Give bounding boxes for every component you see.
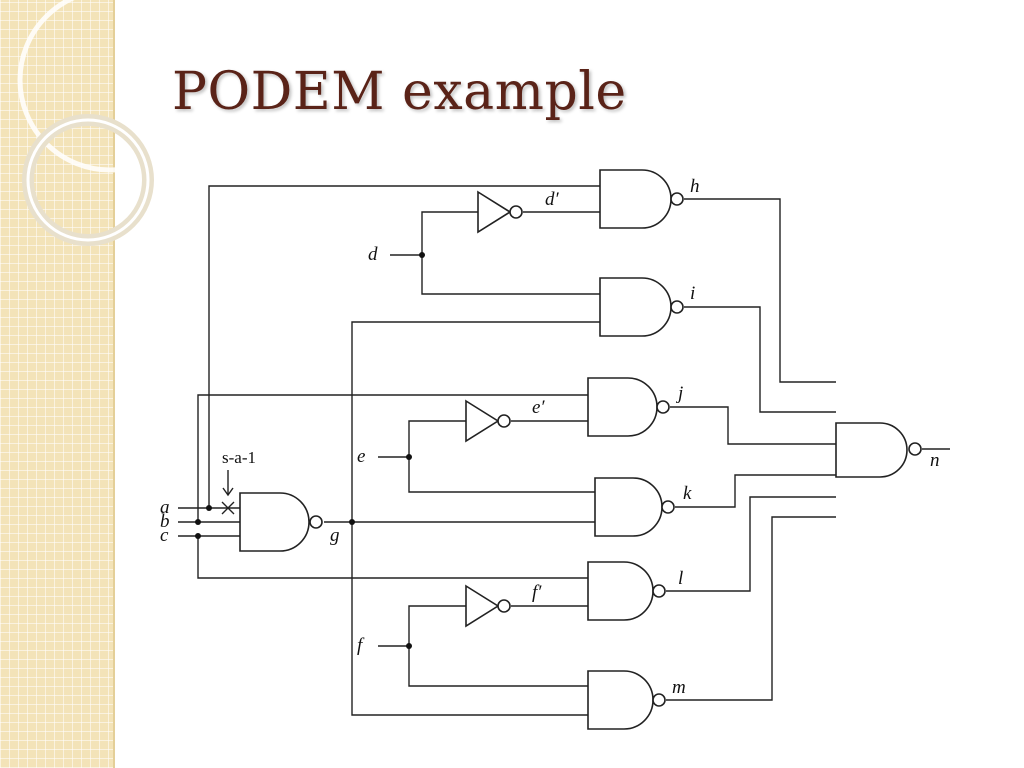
not-gate-f xyxy=(465,584,511,628)
wire-k-to-n xyxy=(675,474,836,508)
fault-cross-mark xyxy=(221,501,235,515)
label-eprime: e′ xyxy=(532,397,545,418)
junction-d xyxy=(419,252,425,258)
circuit-wires xyxy=(178,185,950,716)
decorative-circles xyxy=(17,0,160,246)
label-b: b xyxy=(160,511,170,532)
label-a: a xyxy=(160,497,170,518)
nand-gate-h xyxy=(599,169,684,229)
label-dprime: d′ xyxy=(545,189,560,210)
signal-labels: a b c d e f d′ e′ f′ g h i j k l m n s-a… xyxy=(160,176,940,698)
junction-g xyxy=(349,519,355,525)
not-gate-d xyxy=(477,190,523,234)
wire-d-to-not xyxy=(421,211,478,255)
label-fault: s-a-1 xyxy=(222,448,256,467)
wire-i-to-n xyxy=(684,306,836,413)
wire-f-to-m xyxy=(408,646,588,687)
decor-circle-ring-highlight xyxy=(26,118,150,242)
wire-h-to-n xyxy=(684,198,836,383)
junction-dots xyxy=(195,252,425,649)
wire-j-to-n xyxy=(670,406,836,445)
label-k: k xyxy=(683,483,692,504)
wire-g-to-i xyxy=(351,321,600,522)
wire-g-to-m xyxy=(351,522,588,716)
decor-circle-large xyxy=(17,0,160,173)
nand-gate-k xyxy=(594,477,675,537)
nand-gate-m xyxy=(587,670,666,730)
wire-b-to-j xyxy=(197,394,588,522)
label-e: e xyxy=(357,446,365,467)
label-l: l xyxy=(678,568,683,589)
wire-l-to-n xyxy=(666,496,836,592)
wire-e-to-k xyxy=(408,457,595,493)
junction-e xyxy=(406,454,412,460)
slide-title: PODEM example xyxy=(172,62,627,122)
label-f: f xyxy=(357,635,365,656)
wire-d-to-i xyxy=(421,255,600,295)
label-n: n xyxy=(930,450,940,471)
nand-gate-g xyxy=(239,492,323,552)
wire-e-to-not xyxy=(408,420,466,457)
nand-gate-i xyxy=(599,277,684,337)
nand-gate-j xyxy=(587,377,670,437)
not-gate-e xyxy=(465,399,511,443)
wire-c-to-l xyxy=(197,536,588,579)
label-h: h xyxy=(690,176,700,197)
wire-a-to-h xyxy=(208,185,600,508)
junction-c xyxy=(195,533,201,539)
junction-f xyxy=(406,643,412,649)
junction-a xyxy=(206,505,212,511)
junction-b xyxy=(195,519,201,525)
fault-arrow-head xyxy=(222,487,234,497)
label-j: j xyxy=(675,383,683,404)
label-fprime: f′ xyxy=(532,582,542,603)
nand-gate-n xyxy=(835,422,922,478)
label-c: c xyxy=(160,525,169,546)
label-i: i xyxy=(690,283,695,304)
wire-m-to-n xyxy=(666,516,836,701)
label-m: m xyxy=(672,677,686,698)
label-d: d xyxy=(368,244,378,265)
wire-f-to-not xyxy=(408,605,466,646)
nand-gate-l xyxy=(587,561,666,621)
label-g: g xyxy=(330,525,340,546)
